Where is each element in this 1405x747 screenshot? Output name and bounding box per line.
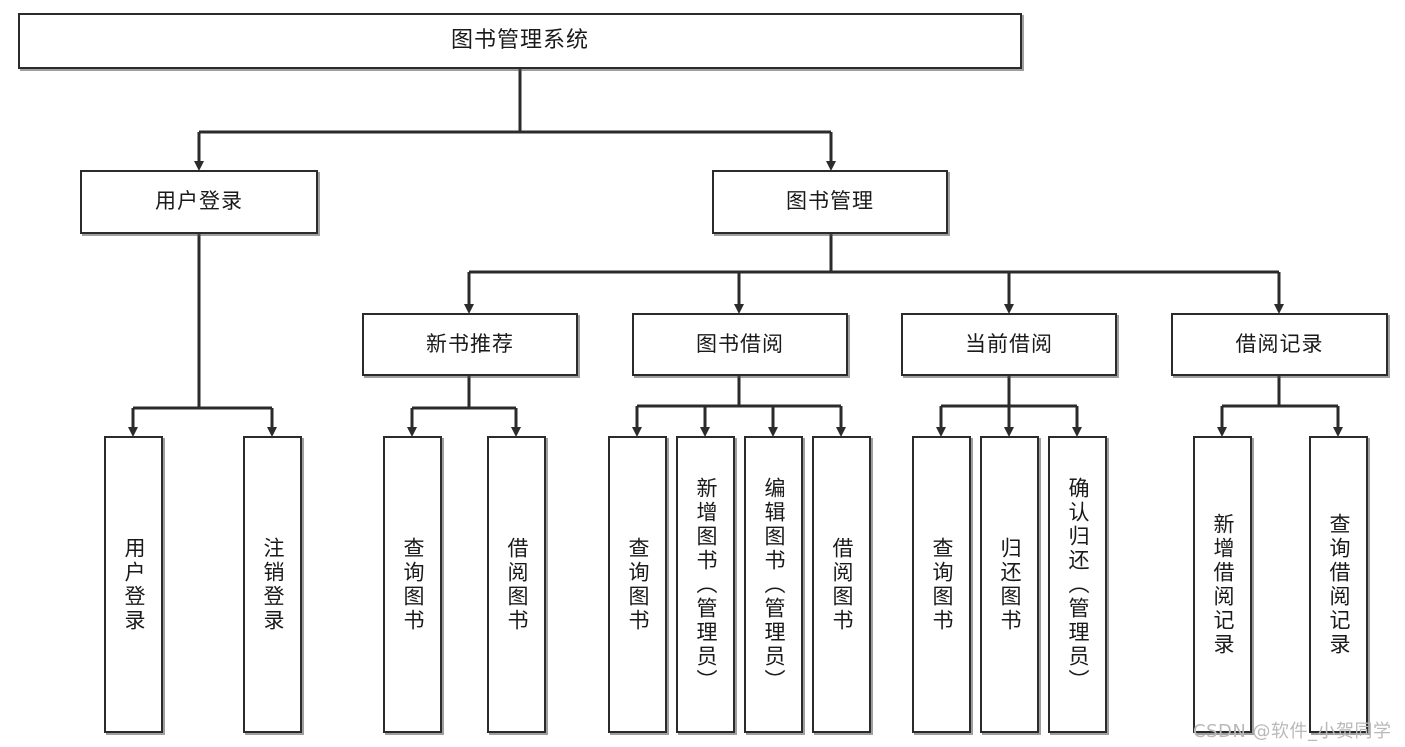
node-leaf-query-book-2[interactable]: 查询图书 [608, 436, 667, 733]
node-label: 确认归还（管理员） [1065, 476, 1090, 693]
node-label: 用户登录 [121, 536, 146, 633]
node-label: 查询借阅记录 [1326, 512, 1351, 657]
watermark-text: CSDN @软件_小贺同学 [1193, 721, 1392, 742]
node-leaf-user-login[interactable]: 用户登录 [104, 436, 163, 733]
node-label: 查询图书 [625, 536, 650, 633]
node-label: 图书借阅 [696, 331, 784, 356]
node-leaf-add-book-admin[interactable]: 新增图书（管理员） [676, 436, 735, 733]
node-label: 新书推荐 [426, 331, 514, 356]
node-label: 查询图书 [400, 536, 425, 633]
node-leaf-borrow-book-2[interactable]: 借阅图书 [812, 436, 871, 733]
node-current-borrow[interactable]: 当前借阅 [901, 313, 1117, 376]
node-leaf-edit-book-admin[interactable]: 编辑图书（管理员） [744, 436, 803, 733]
node-label: 图书管理 [786, 189, 874, 214]
node-label: 查询图书 [929, 536, 954, 633]
node-new-book-recommend[interactable]: 新书推荐 [362, 313, 578, 376]
node-label: 编辑图书（管理员） [761, 476, 786, 693]
node-leaf-confirm-return-admin[interactable]: 确认归还（管理员） [1048, 436, 1107, 733]
node-label: 借阅图书 [829, 536, 854, 633]
node-leaf-query-book-1[interactable]: 查询图书 [383, 436, 442, 733]
node-label: 新增图书（管理员） [693, 476, 718, 693]
node-leaf-query-book-3[interactable]: 查询图书 [912, 436, 971, 733]
node-label: 新增借阅记录 [1210, 512, 1235, 657]
node-label: 借阅图书 [504, 536, 529, 633]
node-root-book-management-system[interactable]: 图书管理系统 [18, 13, 1022, 69]
node-leaf-return-book[interactable]: 归还图书 [980, 436, 1039, 733]
node-leaf-borrow-book-1[interactable]: 借阅图书 [487, 436, 546, 733]
node-label: 图书管理系统 [450, 27, 589, 53]
node-label: 用户登录 [155, 189, 243, 214]
node-label: 注销登录 [260, 536, 285, 633]
node-user-login[interactable]: 用户登录 [80, 170, 318, 234]
node-leaf-query-borrow-record[interactable]: 查询借阅记录 [1309, 436, 1368, 733]
node-label: 归还图书 [997, 536, 1022, 633]
node-leaf-logout-login[interactable]: 注销登录 [243, 436, 302, 733]
node-leaf-add-borrow-record[interactable]: 新增借阅记录 [1193, 436, 1252, 733]
node-label: 当前借阅 [965, 331, 1053, 356]
node-book-borrow[interactable]: 图书借阅 [632, 313, 848, 376]
node-borrow-record[interactable]: 借阅记录 [1171, 313, 1388, 376]
node-book-management[interactable]: 图书管理 [712, 170, 948, 234]
node-label: 借阅记录 [1235, 331, 1324, 356]
